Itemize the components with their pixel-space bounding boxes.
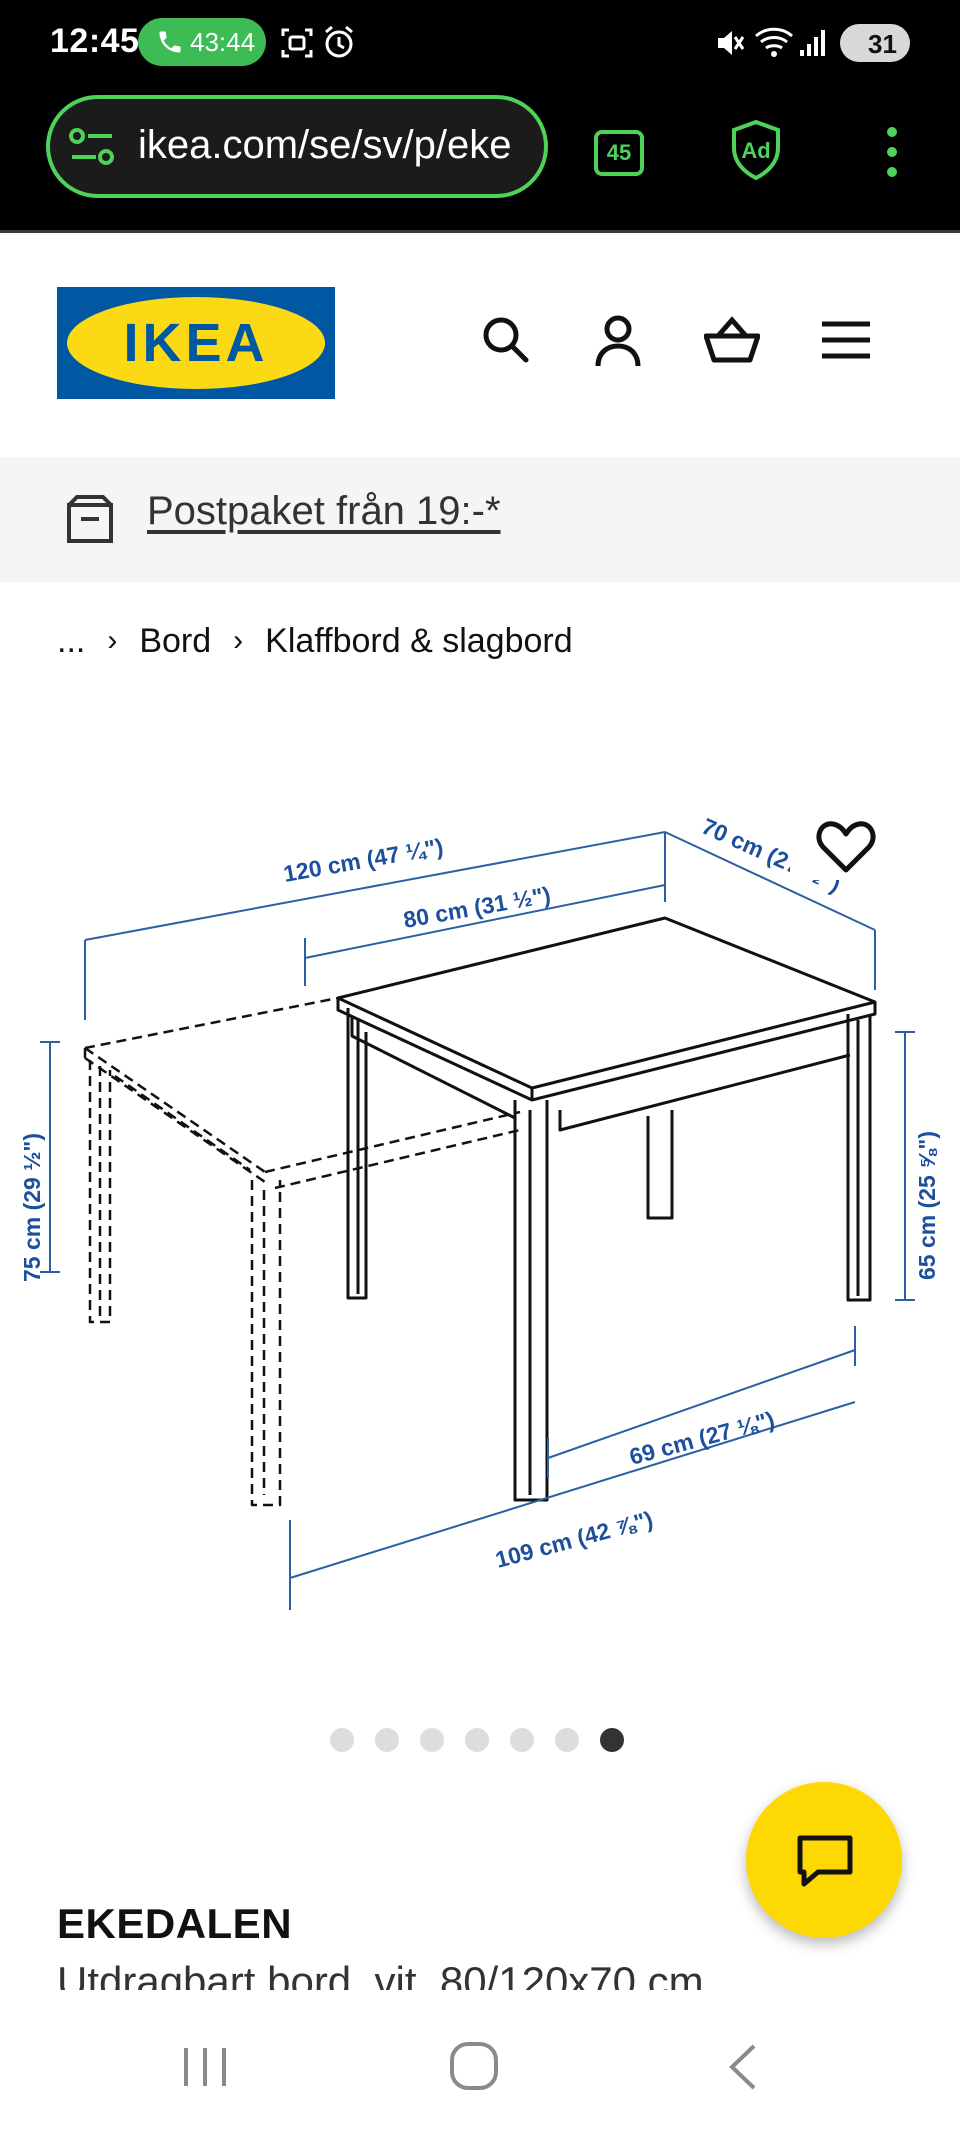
status-bar: 12:45 43:44 31	[0, 0, 960, 88]
dimension-extended-length: 120 cm (47 ¼")	[281, 833, 445, 887]
battery-icon: 31	[840, 24, 910, 62]
status-time: 12:45	[50, 22, 140, 60]
shipping-banner-text[interactable]: Postpaket från 19:-*	[147, 489, 501, 533]
site-settings-icon[interactable]	[68, 125, 116, 169]
call-timer: 43:44	[190, 27, 256, 57]
dimension-closed-length: 80 cm (31 ½")	[401, 881, 552, 932]
browser-toolbar: ikea.com/se/sv/p/eke 45 Ad	[0, 88, 960, 230]
account-icon[interactable]	[590, 312, 646, 368]
call-indicator[interactable]: 43:44	[138, 18, 266, 66]
package-icon	[67, 495, 113, 543]
more-options-icon[interactable]	[880, 124, 904, 180]
carousel-dot[interactable]	[465, 1728, 489, 1752]
url-text[interactable]: ikea.com/se/sv/p/eke	[138, 123, 512, 167]
chevron-right-icon: ›	[107, 624, 118, 658]
adblock-label: Ad	[741, 138, 770, 163]
breadcrumb-item-bord[interactable]: Bord	[139, 621, 212, 660]
dimension-leg-clearance: 65 cm (25 ⅝")	[914, 1131, 940, 1280]
chat-bubble-icon	[797, 1835, 853, 1887]
breadcrumb-item-klaffbord[interactable]: Klaffbord & slagbord	[265, 621, 573, 660]
product-dimension-image[interactable]: 120 cm (47 ¼") 80 cm (31 ½") 70 cm (27 ½…	[0, 770, 960, 1670]
favorite-heart-icon[interactable]	[815, 816, 877, 878]
address-bar[interactable]: ikea.com/se/sv/p/eke	[46, 95, 548, 198]
system-navigation-bar	[0, 1990, 960, 2133]
alarm-icon	[325, 25, 353, 58]
tab-switcher-button[interactable]: 45	[594, 130, 644, 176]
mute-icon	[718, 31, 745, 55]
signal-icon	[800, 30, 825, 56]
ikea-logo-mark: IKEA	[57, 287, 335, 399]
battery-level: 31	[868, 29, 897, 59]
dimension-extended-between-legs: 109 cm (42 ⅞")	[493, 1506, 656, 1573]
search-icon[interactable]	[478, 312, 534, 368]
ikea-logo[interactable]: IKEA	[57, 287, 335, 399]
wifi-icon	[754, 27, 794, 57]
shipping-banner[interactable]: Postpaket från 19:-*	[0, 457, 960, 582]
dimension-height: 75 cm (29 ½")	[19, 1133, 45, 1282]
toolbar-divider	[0, 230, 960, 233]
carousel-dot[interactable]	[600, 1728, 624, 1752]
carousel-dot[interactable]	[420, 1728, 444, 1752]
menu-icon[interactable]	[818, 312, 874, 368]
chat-button[interactable]	[746, 1782, 902, 1938]
cart-icon[interactable]	[704, 312, 760, 368]
dimension-between-legs: 69 cm (27 ⅛")	[627, 1406, 778, 1470]
recent-apps-icon[interactable]	[180, 2044, 230, 2090]
product-name: EKEDALEN	[57, 1900, 293, 1947]
carousel-dot[interactable]	[510, 1728, 534, 1752]
home-icon[interactable]	[448, 2040, 500, 2092]
phone-icon	[159, 31, 181, 53]
chevron-right-icon: ›	[233, 624, 244, 658]
logo-text: IKEA	[123, 313, 268, 373]
carousel-dot[interactable]	[375, 1728, 399, 1752]
carousel-dot[interactable]	[555, 1728, 579, 1752]
adblock-shield-icon[interactable]: Ad	[728, 118, 784, 182]
breadcrumb: ... › Bord › Klaffbord & slagbord	[57, 620, 573, 661]
screen-capture-icon	[281, 28, 313, 58]
back-icon[interactable]	[724, 2042, 762, 2092]
breadcrumb-ellipsis[interactable]: ...	[57, 621, 86, 660]
carousel-dot[interactable]	[330, 1728, 354, 1752]
